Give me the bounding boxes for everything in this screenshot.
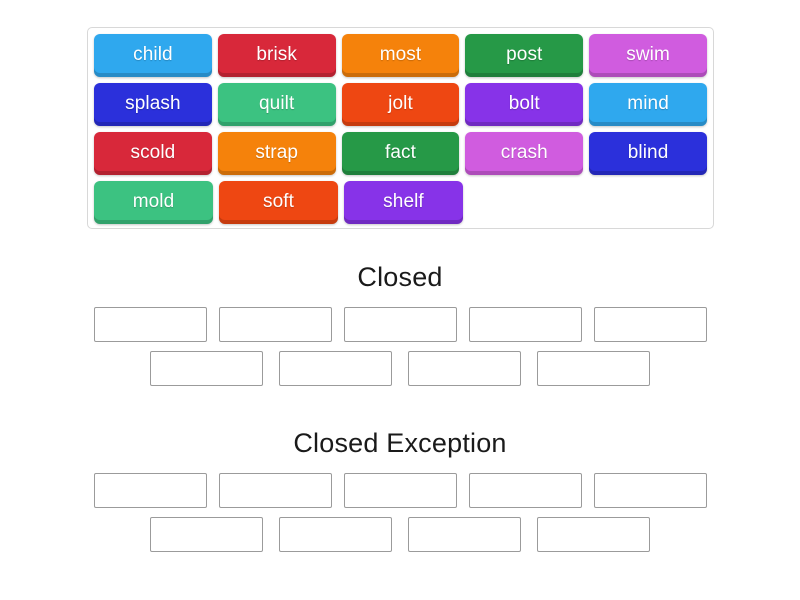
drop-slot[interactable] bbox=[468, 307, 582, 342]
word-tile-label: jolt bbox=[388, 93, 413, 114]
word-tile[interactable]: bolt bbox=[465, 83, 584, 126]
word-tile[interactable]: brisk bbox=[217, 34, 336, 77]
drop-slot-row bbox=[0, 473, 800, 508]
drop-zone-group-closed bbox=[0, 307, 800, 395]
drop-slot[interactable] bbox=[593, 307, 707, 342]
drop-slot[interactable] bbox=[218, 473, 332, 508]
word-tile[interactable]: fact bbox=[341, 132, 460, 175]
word-tile[interactable]: swim bbox=[589, 34, 707, 77]
drop-slot-row bbox=[0, 307, 800, 342]
word-tile[interactable]: quilt bbox=[217, 83, 336, 126]
drop-zone-group-closed-exception bbox=[0, 473, 800, 561]
drop-slot[interactable] bbox=[150, 517, 263, 552]
word-tile-label: splash bbox=[125, 93, 181, 114]
word-tile-label: blind bbox=[627, 142, 669, 163]
drop-slot-row bbox=[0, 517, 800, 552]
drop-slot[interactable] bbox=[343, 473, 457, 508]
drop-slot[interactable] bbox=[150, 351, 263, 386]
word-tile-label: fact bbox=[384, 142, 416, 163]
word-tile-tray: child brisk most post swim splash quilt jolt bol… bbox=[87, 27, 714, 229]
word-tile[interactable]: mind bbox=[589, 83, 707, 126]
word-tile[interactable]: soft bbox=[219, 181, 338, 224]
word-tile[interactable]: scold bbox=[94, 132, 212, 175]
drop-slot[interactable] bbox=[408, 517, 521, 552]
word-tile[interactable]: jolt bbox=[341, 83, 460, 126]
drop-slot[interactable] bbox=[593, 473, 707, 508]
drop-slot[interactable] bbox=[537, 351, 650, 386]
word-tile-label: most bbox=[379, 44, 422, 65]
word-tile-label: swim bbox=[626, 44, 670, 65]
word-tile[interactable]: mold bbox=[94, 181, 213, 224]
word-tile[interactable]: child bbox=[94, 34, 212, 77]
tile-row: scold strap fact crash blind bbox=[91, 130, 710, 179]
word-tile-label: post bbox=[506, 44, 543, 65]
word-tile-label: crash bbox=[500, 142, 548, 163]
word-tile[interactable]: splash bbox=[94, 83, 212, 126]
group-heading-closed: Closed bbox=[357, 262, 443, 292]
drop-slot[interactable] bbox=[279, 517, 392, 552]
word-tile-label: bolt bbox=[508, 93, 540, 114]
drop-slot[interactable] bbox=[343, 307, 457, 342]
drop-slot[interactable] bbox=[93, 307, 207, 342]
word-tile-label: brisk bbox=[256, 44, 297, 65]
word-tile-label: soft bbox=[262, 191, 295, 212]
drop-slot-row bbox=[0, 351, 800, 386]
word-tile[interactable]: shelf bbox=[344, 181, 463, 224]
drop-slot[interactable] bbox=[468, 473, 582, 508]
word-tile[interactable]: post bbox=[465, 34, 584, 77]
drop-slot[interactable] bbox=[93, 473, 207, 508]
word-tile-label: mold bbox=[132, 191, 175, 212]
word-tile-label: strap bbox=[255, 142, 299, 163]
word-tile[interactable]: crash bbox=[465, 132, 584, 175]
drop-slot[interactable] bbox=[408, 351, 521, 386]
tile-row: child brisk most post swim bbox=[91, 32, 710, 81]
word-tile-label: mind bbox=[627, 93, 669, 114]
group-heading-closed-exception: Closed Exception bbox=[293, 428, 507, 458]
drop-slot[interactable] bbox=[218, 307, 332, 342]
word-tile-label: quilt bbox=[259, 93, 295, 114]
tile-row: splash quilt jolt bolt mind bbox=[91, 81, 710, 130]
drop-slot[interactable] bbox=[537, 517, 650, 552]
word-tile-label: child bbox=[133, 44, 173, 65]
word-tile-label: scold bbox=[130, 142, 176, 163]
word-tile[interactable]: strap bbox=[217, 132, 336, 175]
word-tile[interactable]: blind bbox=[589, 132, 707, 175]
tile-row: mold soft shelf bbox=[91, 179, 710, 228]
word-tile[interactable]: most bbox=[341, 34, 460, 77]
drop-slot[interactable] bbox=[279, 351, 392, 386]
word-tile-label: shelf bbox=[383, 191, 424, 212]
